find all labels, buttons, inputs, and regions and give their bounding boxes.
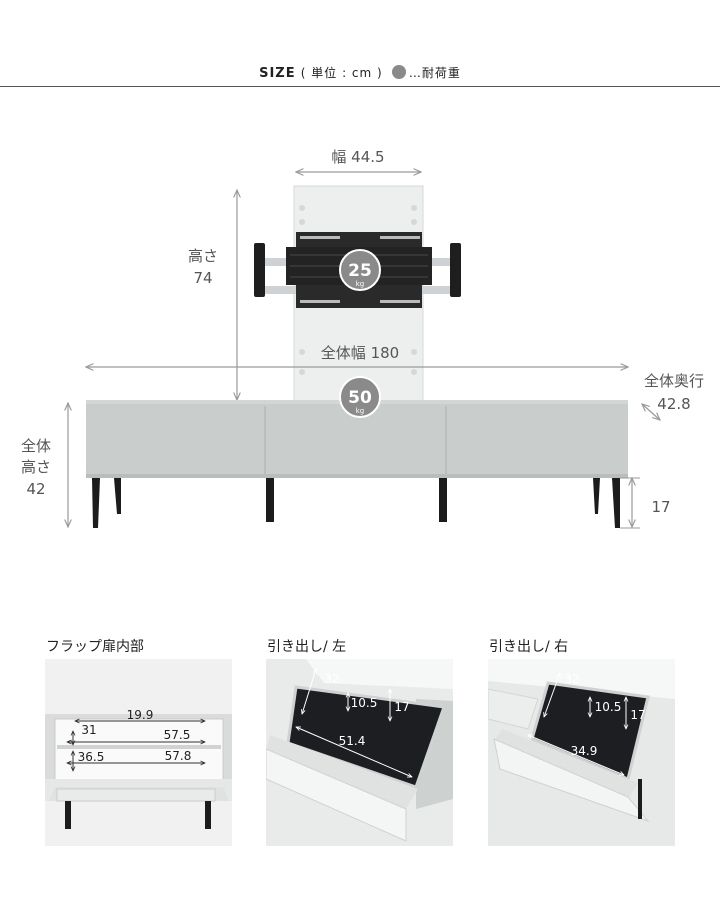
- monitor-load-unit: kg: [356, 280, 365, 288]
- flap-dim-36-5: 36.5: [78, 750, 105, 764]
- depth-dim-line: [642, 404, 660, 420]
- monitor-load-value: 25: [348, 261, 372, 281]
- left-drawer-dim-10-5: 10.5: [351, 696, 378, 710]
- total-height-line3: 42: [26, 480, 45, 498]
- right-drawer-dim-34-9: 34.9: [571, 744, 598, 758]
- load-legend-dot-icon: [391, 65, 406, 79]
- left-drawer-photo: 32 10.5 17 51.4: [266, 659, 453, 846]
- stand-width-label: 幅 44.5: [331, 148, 384, 166]
- flap-interior-photo: 19.9 31 57.5 36.5 57.8: [45, 659, 232, 846]
- depth-label-line1: 全体奥行: [644, 372, 704, 390]
- height-label-line1: 高さ: [188, 247, 218, 265]
- depth-label-line2: 42.8: [657, 395, 690, 413]
- main-dimension-diagram: 幅 44.5 高さ 74 25 kg 全体幅 180 50 kg 全体奥行 42…: [21, 148, 704, 529]
- header-divider: [0, 86, 720, 87]
- cabinet-legs: [92, 478, 620, 528]
- flap-dim-57-5: 57.5: [164, 728, 191, 742]
- board-load-unit: kg: [356, 407, 365, 415]
- header-text: SIZE ( 単位 : cm ) …耐荷重: [0, 64, 720, 81]
- left-drawer-dim-17: 17: [394, 700, 409, 714]
- flap-dim-57-8: 57.8: [165, 749, 192, 763]
- left-drawer-title: 引き出し/ 左: [267, 639, 347, 655]
- leg-height-label: 17: [651, 498, 670, 516]
- height-label-line2: 74: [193, 269, 212, 287]
- size-header: SIZE ( 単位 : cm ) …耐荷重: [0, 60, 720, 88]
- right-drawer-dim-32: 32: [564, 672, 579, 686]
- flap-interior-title: フラップ扉内部: [46, 639, 144, 655]
- left-drawer-dim-51-4: 51.4: [339, 734, 366, 748]
- total-height-line1: 全体: [21, 437, 51, 455]
- right-drawer-photo: 32 10.5 17 34.9: [488, 659, 675, 846]
- flap-dim-31: 31: [81, 723, 96, 737]
- right-drawer-dim-17: 17: [630, 708, 645, 722]
- size-label: SIZE: [259, 66, 296, 81]
- right-drawer-title: 引き出し/ 右: [489, 639, 569, 655]
- left-drawer-dim-32: 32: [324, 672, 339, 686]
- cabinet-doors: [264, 406, 447, 476]
- load-legend-label: …耐荷重: [408, 66, 461, 80]
- monitor-load-badge: 25 kg: [339, 249, 381, 291]
- unit-label: ( 単位 : cm ): [300, 66, 383, 80]
- flap-dim-19-9: 19.9: [127, 708, 154, 722]
- total-width-label: 全体幅 180: [321, 344, 399, 362]
- right-drawer-dim-10-5: 10.5: [595, 700, 622, 714]
- board-load-value: 50: [348, 388, 372, 408]
- total-height-line2: 高さ: [21, 458, 51, 476]
- board-load-badge: 50 kg: [339, 376, 381, 418]
